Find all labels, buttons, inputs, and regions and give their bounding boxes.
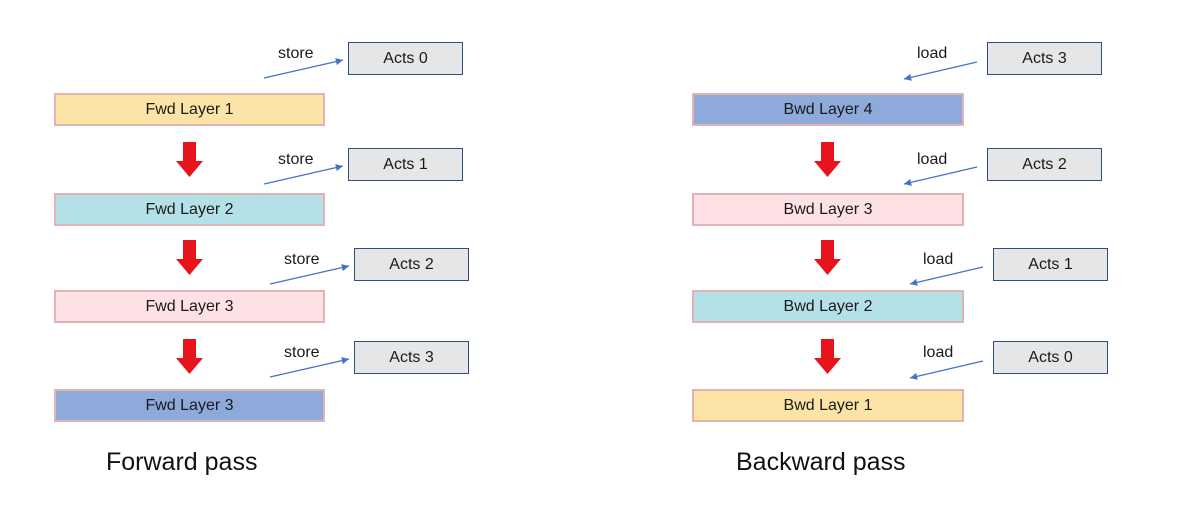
flow-down-arrow xyxy=(176,142,203,177)
store-label: store xyxy=(278,45,314,62)
flow-down-arrow xyxy=(176,339,203,374)
store-arrow xyxy=(269,264,350,285)
bwd-layer-2: Bwd Layer 2 xyxy=(692,290,964,323)
load-label: load xyxy=(923,344,954,361)
store-label: store xyxy=(284,251,320,268)
forward-pass-caption: Forward pass xyxy=(106,448,258,476)
bwd-layer-3: Bwd Layer 3 xyxy=(692,193,964,226)
load-label: load xyxy=(923,251,954,268)
store-arrow xyxy=(263,58,344,79)
fwd-acts-0: Acts 0 xyxy=(348,42,463,75)
fwd-acts-2: Acts 2 xyxy=(354,248,469,281)
fwd-acts-3: Acts 3 xyxy=(354,341,469,374)
load-label: load xyxy=(917,45,948,62)
load-arrow xyxy=(909,360,984,380)
load-arrow xyxy=(903,166,978,186)
fwd-acts-1: Acts 1 xyxy=(348,148,463,181)
store-label: store xyxy=(284,344,320,361)
fwd-layer-2: Fwd Layer 2 xyxy=(54,193,325,226)
fwd-layer-4: Fwd Layer 3 xyxy=(54,389,325,422)
bwd-layer-4: Bwd Layer 4 xyxy=(692,93,964,126)
flow-down-arrow xyxy=(176,240,203,275)
load-arrow xyxy=(909,266,984,286)
load-label: load xyxy=(917,151,948,168)
bwd-acts-3: Acts 3 xyxy=(987,42,1102,75)
store-label: store xyxy=(278,151,314,168)
flow-down-arrow xyxy=(814,142,841,177)
bwd-acts-0: Acts 0 xyxy=(993,341,1108,374)
bwd-acts-1: Acts 1 xyxy=(993,248,1108,281)
fwd-layer-3: Fwd Layer 3 xyxy=(54,290,325,323)
bwd-layer-1: Bwd Layer 1 xyxy=(692,389,964,422)
bwd-acts-2: Acts 2 xyxy=(987,148,1102,181)
backward-pass-caption: Backward pass xyxy=(736,448,906,476)
fwd-layer-1: Fwd Layer 1 xyxy=(54,93,325,126)
flow-down-arrow xyxy=(814,339,841,374)
store-arrow xyxy=(269,357,350,378)
load-arrow xyxy=(903,61,978,81)
store-arrow xyxy=(263,164,344,185)
flow-down-arrow xyxy=(814,240,841,275)
